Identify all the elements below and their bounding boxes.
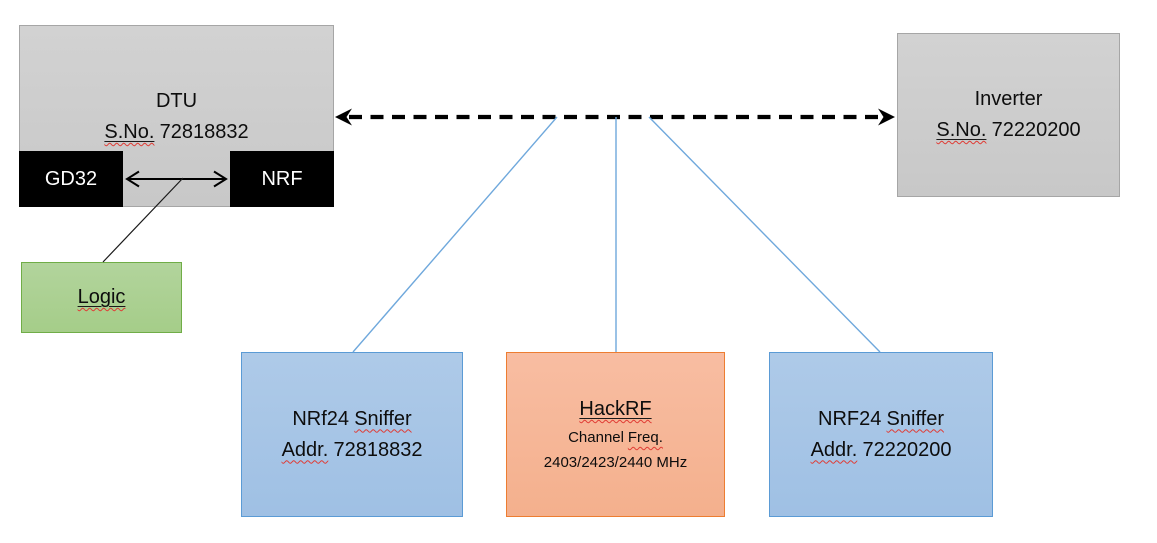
dtu-serial-label: S.No. xyxy=(104,121,155,143)
tap-line-sniffer-left xyxy=(352,116,558,353)
inverter-serial-label: S.No. xyxy=(936,119,987,141)
dtu-serial: S.No.72818832 xyxy=(104,117,248,148)
sniffer-right-addr: Addr.72220200 xyxy=(810,438,952,461)
nrf-chip-node: NRF xyxy=(230,151,334,207)
hackrf-title: HackRF xyxy=(579,398,652,420)
dtu-title: DTU xyxy=(155,90,198,112)
gd32-chip-label: GD32 xyxy=(44,168,98,190)
logic-node: Logic xyxy=(21,262,182,333)
nrf-chip-label: NRF xyxy=(261,168,303,190)
inverter-serial: S.No.72220200 xyxy=(936,115,1080,146)
dtu-serial-number: 72818832 xyxy=(159,121,249,143)
gd32-chip-node: GD32 xyxy=(19,151,123,207)
inverter-serial-number: 72220200 xyxy=(991,119,1081,141)
inverter-node: Inverter S.No.72220200 xyxy=(897,33,1120,197)
sniffer-left-addr: Addr.72818832 xyxy=(281,438,423,461)
dashed-link-arrowhead-right xyxy=(878,108,895,126)
hackrf-frequencies: 2403/2423/2440 MHz xyxy=(543,454,688,471)
logic-label: Logic xyxy=(77,286,126,308)
tap-line-sniffer-right xyxy=(648,116,881,353)
dashed-link-arrowhead-left xyxy=(335,108,352,126)
inverter-title: Inverter xyxy=(974,88,1043,110)
